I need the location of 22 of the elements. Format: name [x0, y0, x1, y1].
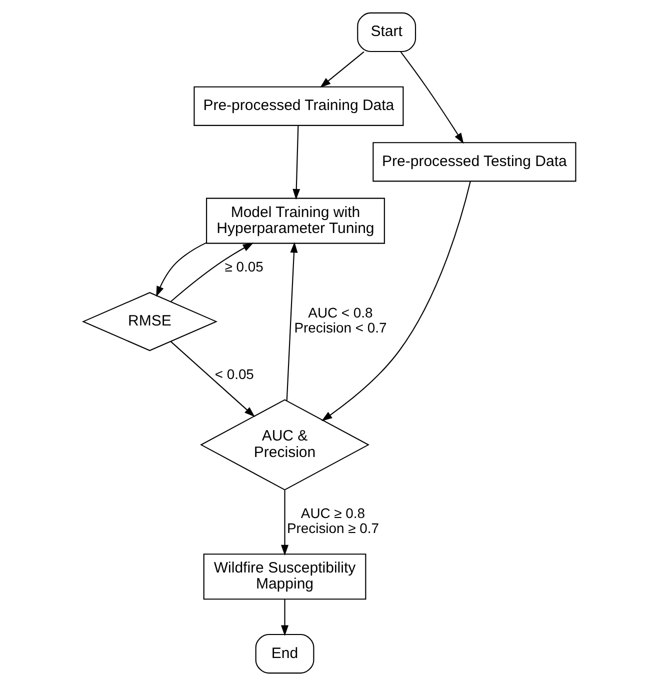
node-box: Wildfire Susceptibility Mapping — [202, 554, 366, 600]
node-box: Pre-processed Testing Data — [372, 142, 576, 182]
node-box: Model Training with Hyperparameter Tuning — [206, 198, 384, 244]
node-diamond: AUC & Precision — [200, 399, 369, 490]
edge-label: AUC ≥ 0.8 Precision ≥ 0.7 — [286, 505, 378, 536]
arrow — [170, 341, 254, 418]
arrow — [292, 126, 300, 200]
edge-label: ≥ 0.05 — [224, 258, 263, 275]
arrow — [280, 599, 288, 636]
edge-label: AUC < 0.8 Precision < 0.7 — [294, 304, 386, 336]
edge-label: < 0.05 — [214, 366, 254, 382]
arrow — [400, 52, 464, 144]
node-box: Start — [356, 12, 416, 52]
arrow — [321, 181, 470, 422]
node-box: End — [254, 634, 314, 674]
arrow — [320, 51, 364, 88]
arrow — [156, 242, 206, 297]
node-diamond: RMSE — [81, 292, 217, 352]
node-box: Pre-processed Training Data — [193, 86, 404, 126]
arrow — [286, 242, 298, 401]
arrow — [170, 242, 254, 302]
arrow — [280, 490, 288, 556]
